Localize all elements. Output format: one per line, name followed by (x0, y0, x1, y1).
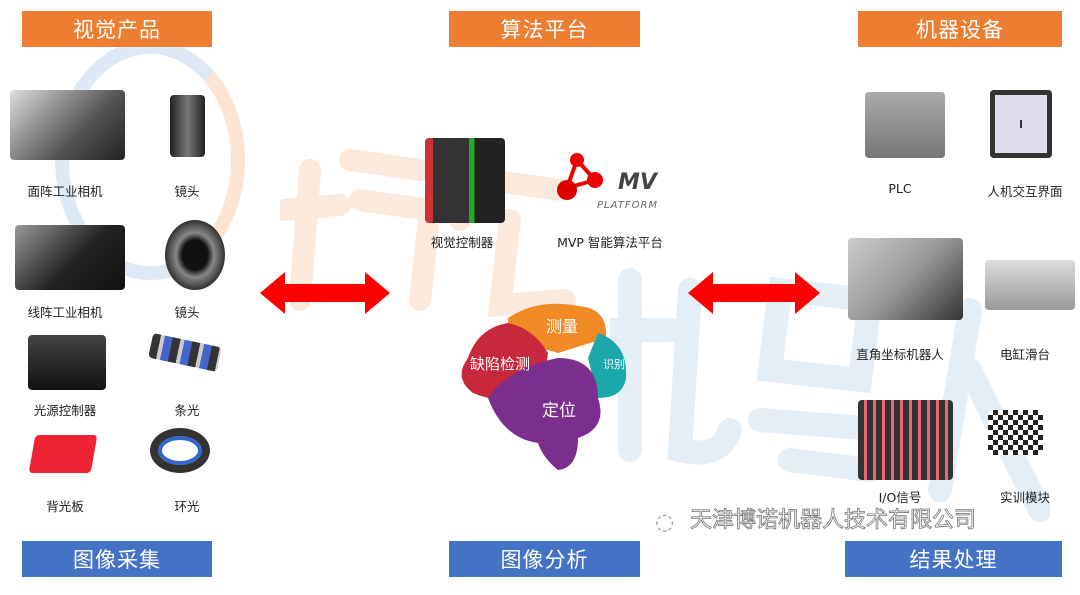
brain-diagram (461, 303, 627, 470)
logo-platform-text: PLATFORM (597, 200, 659, 211)
label-vision-controller: 视觉控制器 (430, 235, 494, 250)
cartesian-robot-image (848, 238, 963, 320)
label-ring-light: 环光 (174, 499, 200, 514)
brain-label-defect: 缺陷检测 (470, 355, 531, 373)
label-electric-slide: 电缸滑台 (999, 347, 1051, 362)
header-algorithm-platform: 算法平台 (449, 11, 640, 47)
label-bar-light: 条光 (174, 403, 200, 418)
brain-label-recognize: 识别 (603, 358, 625, 371)
brain-label-measure: 测量 (546, 317, 579, 336)
io-module-image (858, 400, 953, 480)
brain-label-locate: 定位 (542, 401, 576, 421)
backlight-image (28, 435, 98, 473)
label-plc: PLC (888, 181, 912, 196)
header-machine-equipment: 机器设备 (858, 11, 1062, 47)
light-controller-image (28, 335, 106, 390)
label-training-module: 实训模块 (999, 490, 1051, 505)
label-area-camera: 面阵工业相机 (27, 184, 103, 199)
label-lens-2: 镜头 (174, 305, 200, 320)
mv-platform-logo (557, 153, 603, 200)
label-hmi: 人机交互界面 (987, 184, 1063, 199)
label-cartesian-robot: 直角坐标机器人 (856, 347, 944, 362)
ring-light-image (150, 428, 210, 473)
label-backlight: 背光板 (46, 499, 84, 514)
hmi-image (990, 90, 1052, 158)
lens-image (170, 95, 205, 157)
logo-mv-text: MV (618, 170, 657, 195)
lens-image-2 (165, 220, 225, 290)
wechat-icon: ◌ (655, 510, 675, 535)
label-line-camera: 线阵工业相机 (27, 305, 103, 320)
bar-light-image (148, 332, 222, 373)
label-mvp-platform: MVP 智能算法平台 (557, 235, 663, 250)
label-light-controller: 光源控制器 (33, 403, 97, 418)
company-watermark: 天津博诺机器人技术有限公司 (690, 508, 977, 534)
plc-image (865, 92, 945, 158)
double-arrow-right (688, 272, 820, 314)
line-camera-image (15, 225, 125, 290)
area-camera-image (10, 90, 125, 160)
header-vision-products: 视觉产品 (22, 11, 212, 47)
footer-result-processing: 结果处理 (845, 541, 1062, 577)
electric-slide-image (985, 260, 1075, 310)
training-module-image (988, 410, 1043, 455)
label-lens: 镜头 (174, 184, 200, 199)
footer-image-analysis: 图像分析 (449, 541, 640, 577)
vision-controller-image (425, 138, 505, 223)
watermark-robot (610, 268, 1050, 522)
label-io-signal: I/O信号 (878, 490, 922, 505)
footer-image-capture: 图像采集 (22, 541, 212, 577)
double-arrow-left (260, 272, 390, 314)
